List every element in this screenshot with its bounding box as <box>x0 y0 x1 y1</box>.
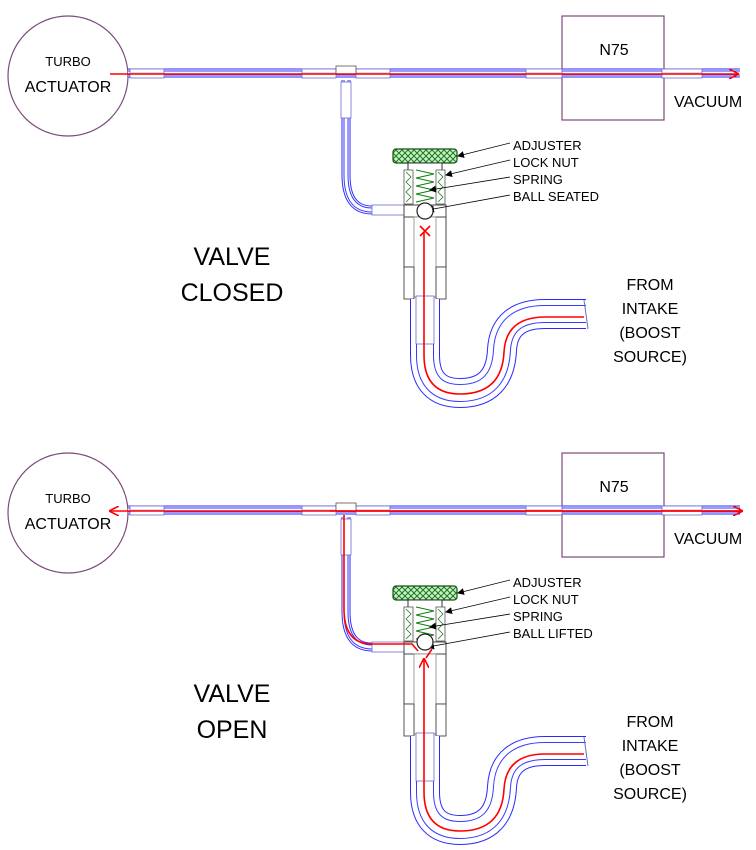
check-ball-seated <box>416 202 434 220</box>
callout-spring: SPRING <box>513 172 563 187</box>
callout-lock-nut: LOCK NUT <box>513 592 579 607</box>
callout-ball: BALL LIFTED <box>513 626 593 641</box>
panel-valve-open: TURBO ACTUATOR N75 VACUUM ADJUSTER LOCK … <box>8 453 742 831</box>
state-label-line1: VALVE <box>194 680 271 708</box>
panel-valve-closed: TURBO ACTUATOR N75 VACUUM ADJUSTER LOCK … <box>8 16 742 394</box>
actuator-label-line1: TURBO <box>45 491 91 506</box>
callout-adjuster: ADJUSTER <box>513 138 582 153</box>
actuator-label-line2: ACTUATOR <box>25 516 112 533</box>
source-label-line4: SOURCE) <box>613 349 687 366</box>
open-branch-flow <box>343 515 419 652</box>
state-label-line1: VALVE <box>194 243 271 271</box>
callout-ball: BALL SEATED <box>513 189 599 204</box>
lift-flow-mark <box>425 648 433 659</box>
callout-spring: SPRING <box>513 609 563 624</box>
flow-blocked-mark <box>419 225 431 237</box>
state-label-line2: CLOSED <box>181 279 284 307</box>
vacuum-label: VACUUM <box>674 94 742 111</box>
source-label-line3: (BOOST <box>619 325 681 342</box>
n75-label: N75 <box>599 42 628 59</box>
vacuum-label: VACUUM <box>674 531 742 548</box>
n75-label: N75 <box>599 479 628 496</box>
actuator-label-line2: ACTUATOR <box>25 79 112 96</box>
callout-adjuster: ADJUSTER <box>513 575 582 590</box>
actuator-label-line1: TURBO <box>45 54 91 69</box>
source-label-line4: SOURCE) <box>613 786 687 803</box>
boost-flow-line <box>423 232 584 395</box>
source-label-line1: FROM <box>626 714 673 731</box>
source-label-line2: INTAKE <box>622 301 679 318</box>
source-label-line1: FROM <box>626 277 673 294</box>
source-label-line2: INTAKE <box>622 738 679 755</box>
check-ball-lifted <box>416 633 434 651</box>
callout-lock-nut: LOCK NUT <box>513 155 579 170</box>
boost-flow-line <box>424 659 584 832</box>
source-label-line3: (BOOST <box>619 762 681 779</box>
state-label-line2: OPEN <box>197 716 268 744</box>
